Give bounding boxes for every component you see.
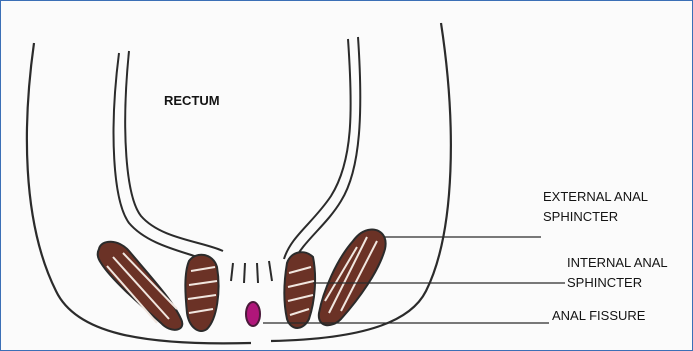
left-external-sphincter xyxy=(98,242,183,330)
right-internal-sphincter xyxy=(284,252,315,328)
external-anal-sphincter-label-line2: SPHINCTER xyxy=(543,207,648,227)
internal-anal-sphincter-label-line1: INTERNAL ANAL xyxy=(567,253,668,273)
external-anal-sphincter-label: EXTERNAL ANAL SPHINCTER xyxy=(543,187,648,227)
anal-canal-lines xyxy=(231,261,272,283)
right-external-sphincter xyxy=(319,230,386,326)
anal-fissure-mark xyxy=(246,302,260,326)
left-rectal-wall-inner xyxy=(125,51,223,251)
internal-anal-sphincter-label: INTERNAL ANAL SPHINCTER xyxy=(567,253,668,293)
anal-fissure-label: ANAL FISSURE xyxy=(552,306,645,326)
left-internal-sphincter xyxy=(185,255,218,331)
right-rectal-wall-outer xyxy=(284,39,351,259)
internal-anal-sphincter-label-line2: SPHINCTER xyxy=(567,273,668,293)
external-anal-sphincter-label-line1: EXTERNAL ANAL xyxy=(543,187,648,207)
rectum-label: RECTUM xyxy=(164,91,220,111)
